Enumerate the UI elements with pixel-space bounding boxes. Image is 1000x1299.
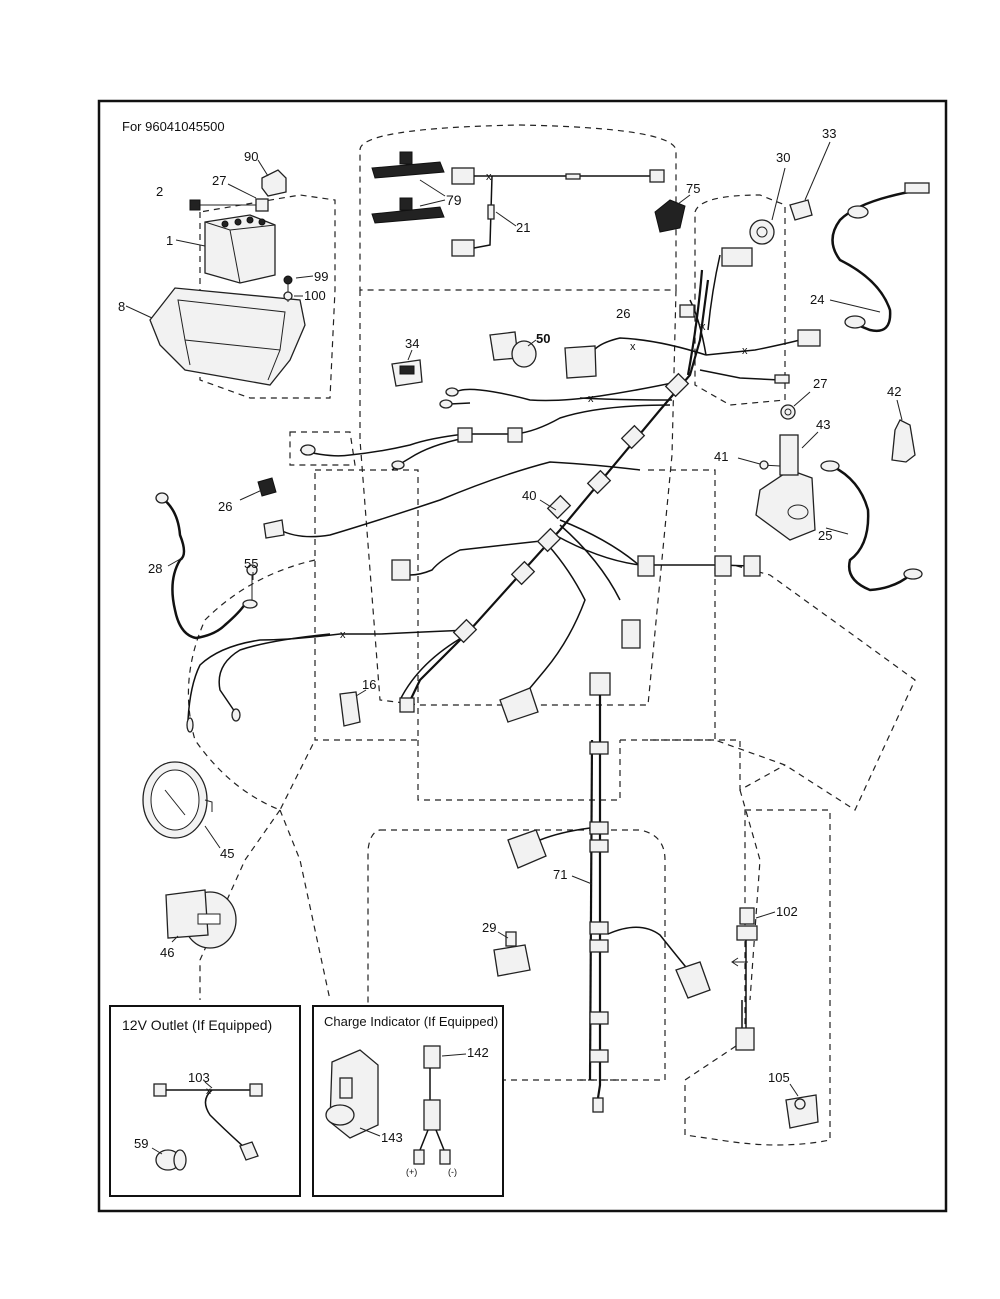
relay-16 (339, 689, 367, 727)
callout-25: 25 (818, 528, 832, 543)
svg-text:x: x (206, 1086, 211, 1097)
svg-text:x: x (630, 341, 636, 353)
charge-title: Charge Indicator (If Equipped) (324, 1014, 498, 1029)
callout-1: 1 (166, 233, 173, 248)
callout-142: 142 (467, 1045, 489, 1060)
callout-24: 24 (810, 292, 824, 307)
callout-27-a: 27 (212, 173, 226, 188)
callout-100: 100 (304, 288, 326, 303)
callout-55: 55 (244, 556, 258, 571)
callout-27-b: 27 (813, 376, 827, 391)
callout-26-a: 26 (616, 306, 630, 321)
callout-8: 8 (118, 299, 125, 314)
solenoid-group (737, 391, 923, 592)
brackets-group (371, 151, 691, 257)
callout-90: 90 (244, 149, 258, 164)
callout-21: 21 (516, 220, 530, 235)
inset-12v-outlet: 12V Outlet (If Equipped) x (109, 1005, 301, 1197)
callout-33: 33 (822, 126, 836, 141)
callout-40: 40 (522, 488, 536, 503)
callout-28: 28 (148, 561, 162, 576)
callout-71: 71 (553, 867, 567, 882)
callout-59: 59 (134, 1136, 148, 1151)
switch-29 (493, 931, 531, 977)
callout-50: 50 (536, 331, 550, 346)
callout-labels: 90 27 2 1 8 99 100 79 21 75 30 33 24 26 … (118, 126, 901, 1151)
callout-16: 16 (362, 677, 376, 692)
callout-105: 105 (768, 1070, 790, 1085)
callout-46: 46 (160, 945, 174, 960)
charge-minus-label: (-) (448, 1167, 457, 1177)
callout-45: 45 (220, 846, 234, 861)
callout-42: 42 (887, 384, 901, 399)
diagram-frame (97, 99, 948, 1213)
callout-2: 2 (156, 184, 163, 199)
callout-29: 29 (482, 920, 496, 935)
svg-text:x: x (742, 345, 748, 357)
callout-30: 30 (776, 150, 790, 165)
switch-group (391, 331, 537, 387)
gauge-45 (142, 761, 221, 849)
battery-group (125, 159, 314, 386)
callout-41: 41 (714, 449, 728, 464)
main-harness: x x x x x x (186, 171, 821, 733)
page-title: For 96041045500 (122, 119, 225, 134)
charge-plus-label: (+) (406, 1167, 417, 1177)
key-switch-group (749, 141, 930, 333)
svg-text:x: x (340, 629, 346, 641)
svg-text:x: x (486, 171, 492, 183)
svg-text:x: x (700, 321, 706, 333)
ground-group (155, 477, 277, 640)
callout-99: 99 (314, 269, 328, 284)
solenoid-105 (785, 1083, 819, 1129)
callout-143: 143 (381, 1130, 403, 1145)
svg-text:x: x (588, 393, 594, 405)
callout-43: 43 (816, 417, 830, 432)
callout-75: 75 (686, 181, 700, 196)
harness-102 (731, 907, 776, 1051)
meter-46 (165, 889, 237, 949)
harness-71 (507, 672, 711, 1113)
callout-34: 34 (405, 336, 419, 351)
outlet-title: 12V Outlet (If Equipped) (122, 1017, 272, 1033)
callout-102: 102 (776, 904, 798, 919)
callout-103: 103 (188, 1070, 210, 1085)
callout-26-b: 26 (218, 499, 232, 514)
inset-charge-indicator: Charge Indicator (If Equipped) (+) (-) (312, 1005, 504, 1197)
callout-79: 79 (446, 192, 462, 208)
